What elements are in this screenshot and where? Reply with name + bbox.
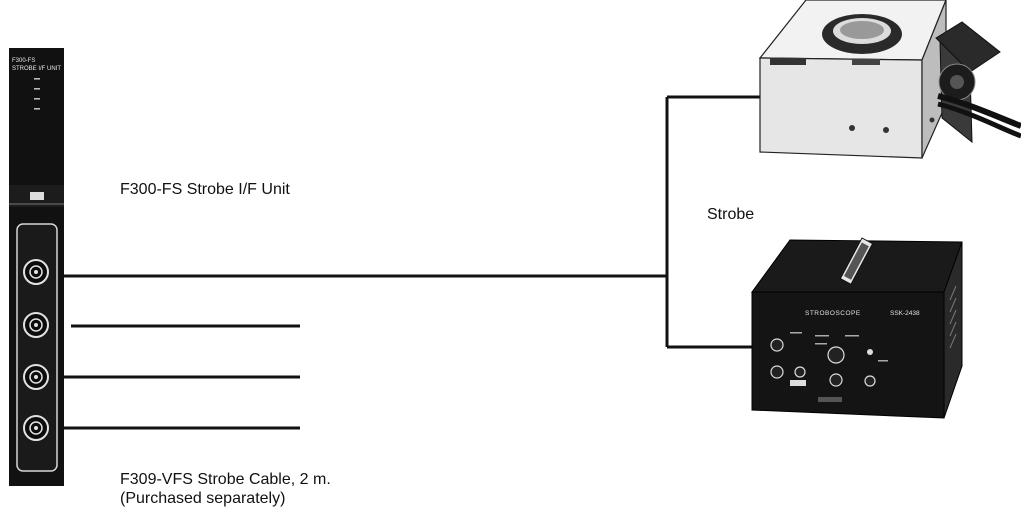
status-led [34,88,40,90]
unit-panel-title-line1: F300-FS [12,58,35,64]
connector-port-2 [24,313,48,337]
stroboscope-device: STROBOSCOPE SSK-2438 [752,238,962,418]
unit-label: F300-FS Strobe I/F Unit [120,180,290,199]
strobe-label: Strobe [707,205,754,224]
stroboscope-front-title: STROBOSCOPE [805,310,861,317]
cable-lines [64,97,760,428]
status-led [34,78,40,80]
status-led [34,98,40,100]
stroboscope-front-model: SSK-2438 [890,310,920,317]
strobe-head-device [760,0,1021,158]
status-led [34,108,40,110]
connector-port-1 [24,260,48,284]
strobe-if-unit: F300-FS STROBE I/F UNIT [9,48,64,486]
connector-port-4 [24,416,48,440]
unit-panel-title-line2: STROBE I/F UNIT [12,66,61,72]
cable-label-line2: (Purchased separately) [120,489,285,508]
cable-label-line1: F309-VFS Strobe Cable, 2 m. [120,470,331,489]
unit-latch [30,192,44,200]
connector-port-3 [24,365,48,389]
